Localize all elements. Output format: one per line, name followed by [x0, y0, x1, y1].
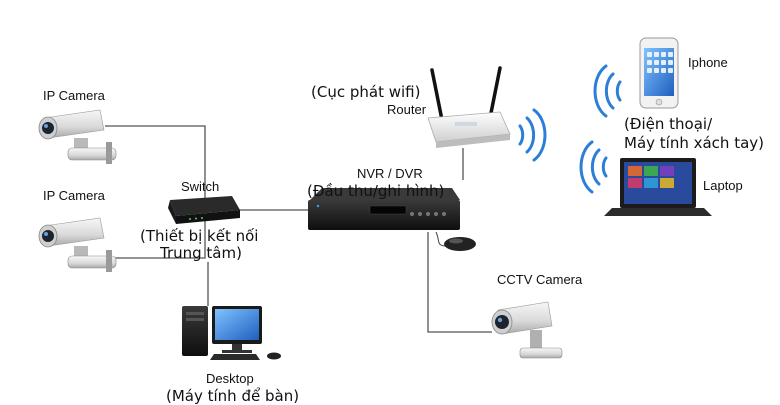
desktop-icon	[182, 306, 281, 360]
switch-label: Switch	[181, 179, 220, 194]
ip-camera-icon	[38, 109, 117, 164]
wifi-signal-icon	[518, 108, 547, 162]
nvr-icon	[308, 188, 460, 230]
ip-camera-icon	[38, 217, 117, 272]
cable-ip-camera-1-switch	[105, 125, 206, 198]
mobile-description-line-1: (Điện thoại/	[624, 115, 713, 133]
ip-camera-2-label: IP Camera	[43, 188, 105, 203]
wifi-signal-icon	[593, 64, 622, 118]
cctv-camera-icon	[491, 301, 563, 359]
router-icon	[427, 66, 511, 148]
nvr-description: (Đầu thu/ghi hình)	[307, 182, 445, 200]
laptop-icon	[604, 158, 712, 216]
cable-nvr-cctv	[427, 232, 492, 333]
mouse-icon	[435, 231, 476, 251]
laptop-label: Laptop	[703, 178, 743, 193]
iphone-icon	[639, 37, 679, 109]
desktop-description: (Máy tính để bàn)	[166, 387, 300, 405]
cctv-camera-label: CCTV Camera	[497, 272, 583, 287]
cable-ip-camera-2-switch	[105, 220, 206, 259]
switch-description-line-1: (Thiết bị kết nối	[140, 227, 259, 245]
iphone-label: Iphone	[688, 55, 728, 70]
router-description: (Cục phát wifi)	[311, 83, 421, 101]
desktop-label: Desktop	[206, 371, 254, 386]
nvr-label: NVR / DVR	[357, 166, 423, 181]
router-label: Router	[387, 102, 427, 117]
switch-description-line-2: Trung tâm)	[160, 244, 242, 262]
wifi-signal-icon	[579, 140, 608, 194]
switch-icon	[168, 196, 240, 224]
mobile-description-line-2: Máy tính xách tay)	[624, 134, 765, 152]
ip-camera-1-label: IP Camera	[43, 88, 105, 103]
network-cables	[105, 125, 492, 333]
